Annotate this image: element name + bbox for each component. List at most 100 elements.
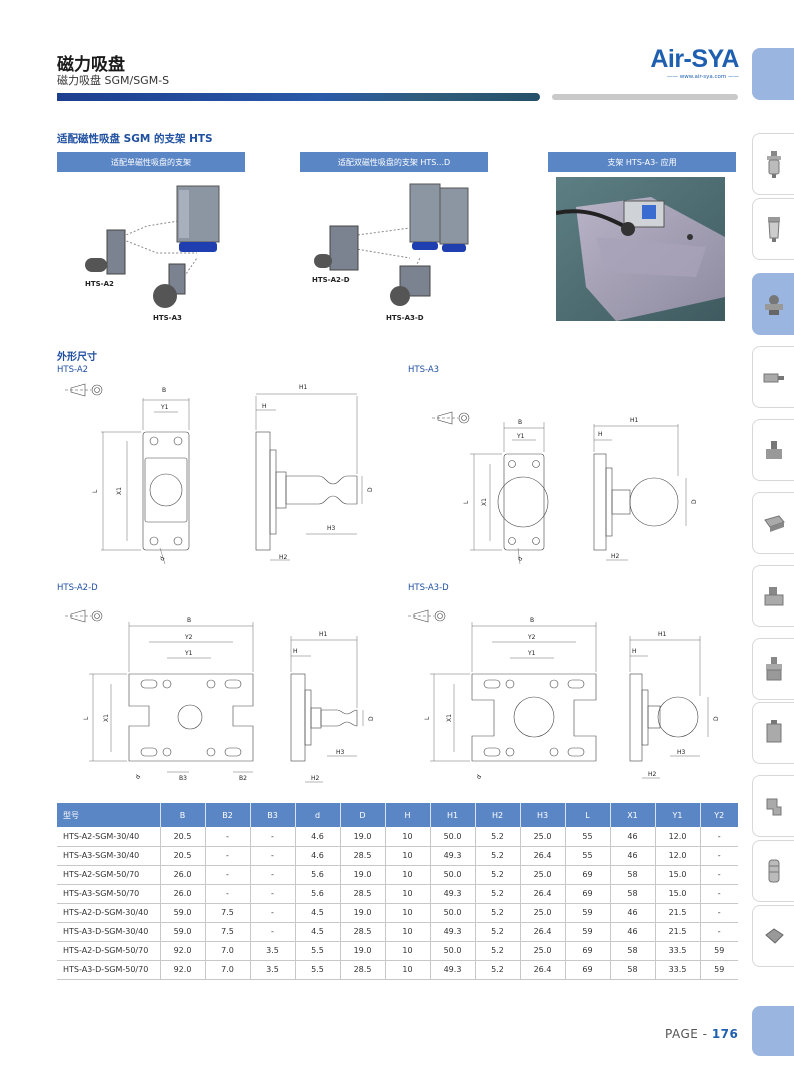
- projection-symbol: [65, 609, 103, 623]
- drawing-hts-a3: B Y1 L X1 d H1 H D H2: [432, 411, 698, 565]
- sidebar-tab-lubricator[interactable]: [752, 198, 794, 260]
- dim-h1: H1: [658, 631, 667, 638]
- filter-regulator-icon: [766, 151, 781, 178]
- table-cell: 69: [565, 941, 611, 961]
- table-header: B2: [205, 803, 251, 827]
- table-cell: 49.3: [430, 922, 476, 942]
- table-cell: 50.0: [430, 903, 476, 923]
- dim-l: L: [83, 716, 90, 720]
- dim-h1: H1: [630, 417, 639, 424]
- table-cell: -: [205, 827, 251, 847]
- solenoid-icon: [766, 720, 781, 743]
- sidebar-tab-vacuum[interactable]: [752, 273, 794, 335]
- dim-y2: Y2: [527, 634, 536, 641]
- label-hts-a3: HTS-A3: [153, 314, 182, 322]
- table-header: Y2: [700, 803, 738, 827]
- dim-x1: X1: [481, 498, 488, 506]
- table-cell: 19.0: [340, 941, 386, 961]
- dim-h3: H3: [327, 525, 336, 532]
- table-cell: 69: [565, 884, 611, 904]
- table-header: H2: [475, 803, 521, 827]
- table-cell: 12.0: [655, 846, 701, 866]
- sidebar-tab-bottom[interactable]: [752, 1006, 794, 1056]
- table-cell: 10: [385, 846, 431, 866]
- dim-b2: B2: [239, 775, 247, 782]
- drawing-hts-a3-d: B Y2 Y1 L X1 d H1 H D H3 H2: [408, 609, 720, 780]
- sidebar-tab-cylinder[interactable]: [752, 346, 794, 408]
- dim-h2: H2: [311, 775, 320, 782]
- sidebar-tab-filter[interactable]: [752, 133, 794, 195]
- table-header: H1: [430, 803, 476, 827]
- table-cell: 59: [700, 941, 738, 961]
- table-cell: HTS-A3-SGM-50/70: [57, 884, 161, 904]
- table-cell: 5.2: [475, 941, 521, 961]
- table-cell: 26.0: [160, 884, 206, 904]
- page-number: PAGE - 176: [665, 1027, 738, 1041]
- dim-h3: H3: [677, 749, 686, 756]
- table-cell: 19.0: [340, 827, 386, 847]
- table-cell: 55: [565, 827, 611, 847]
- application-photo: [556, 177, 725, 321]
- dim-h2: H2: [611, 553, 620, 560]
- dim-b: B: [530, 617, 534, 624]
- drawing-hts-a2: B Y1 L X1 d H1 H D H3 H2: [65, 383, 374, 565]
- page-number-value: 176: [711, 1027, 739, 1041]
- table-cell: 59: [565, 903, 611, 923]
- table-cell: -: [250, 865, 296, 885]
- label-hts-a2: HTS-A2: [85, 280, 114, 288]
- table-cell: 69: [565, 960, 611, 980]
- table-header: X1: [610, 803, 656, 827]
- table-cell: 3.5: [250, 941, 296, 961]
- table-cell: 69: [565, 865, 611, 885]
- table-cell: 3.5: [250, 960, 296, 980]
- page-subtitle: 磁力吸盘 SGM/SGM-S: [57, 74, 170, 87]
- sidebar-tab-accessory[interactable]: [752, 905, 794, 967]
- table-cell: 5.6: [295, 884, 341, 904]
- table-cell: 10: [385, 865, 431, 885]
- table-header: D: [340, 803, 386, 827]
- table-cell: 59.0: [160, 922, 206, 942]
- table-cell: HTS-A3-D-SGM-50/70: [57, 960, 161, 980]
- table-cell: 10: [385, 827, 431, 847]
- table-cell: 5.6: [295, 865, 341, 885]
- sidebar-tab-slide[interactable]: [752, 492, 794, 554]
- sidebar-tab-manifold[interactable]: [752, 638, 794, 700]
- sidebar-tab-silencer[interactable]: [752, 840, 794, 902]
- table-cell: 15.0: [655, 865, 701, 885]
- table-cell: HTS-A2-D-SGM-50/70: [57, 941, 161, 961]
- table-cell: HTS-A3-SGM-30/40: [57, 846, 161, 866]
- table-cell: 21.5: [655, 922, 701, 942]
- sidebar-tab-valve[interactable]: [752, 565, 794, 627]
- table-cell: 49.3: [430, 846, 476, 866]
- sidebar-tab-gripper[interactable]: [752, 419, 794, 481]
- dim-h: H: [632, 648, 637, 655]
- dim-d-large: D: [713, 716, 720, 721]
- table-cell: 49.3: [430, 960, 476, 980]
- valve-icon: [764, 587, 783, 606]
- table-cell: 19.0: [340, 865, 386, 885]
- single-bracket-illustration: HTS-A2 HTS-A3: [85, 185, 220, 322]
- dim-d-small: d: [134, 774, 142, 781]
- dim-y1: Y1: [516, 433, 525, 440]
- table-cell: 26.0: [160, 865, 206, 885]
- table-cell: 46: [610, 903, 656, 923]
- sidebar-tab-top[interactable]: [752, 48, 794, 100]
- table-cell: 55: [565, 846, 611, 866]
- table-cell: 10: [385, 960, 431, 980]
- sidebar-tab-solenoid[interactable]: [752, 702, 794, 764]
- dim-b3: B3: [179, 775, 187, 782]
- table-cell: 25.0: [520, 827, 566, 847]
- table-cell: 58: [610, 865, 656, 885]
- table-cell: 10: [385, 903, 431, 923]
- table-cell: 10: [385, 941, 431, 961]
- label-hts-a2-d: HTS-A2-D: [312, 276, 350, 284]
- dim-h2: H2: [279, 554, 288, 561]
- table-cell: 26.4: [520, 846, 566, 866]
- sidebar-tab-fitting[interactable]: [752, 775, 794, 837]
- dim-h1: H1: [319, 631, 328, 638]
- dim-h: H: [598, 431, 603, 438]
